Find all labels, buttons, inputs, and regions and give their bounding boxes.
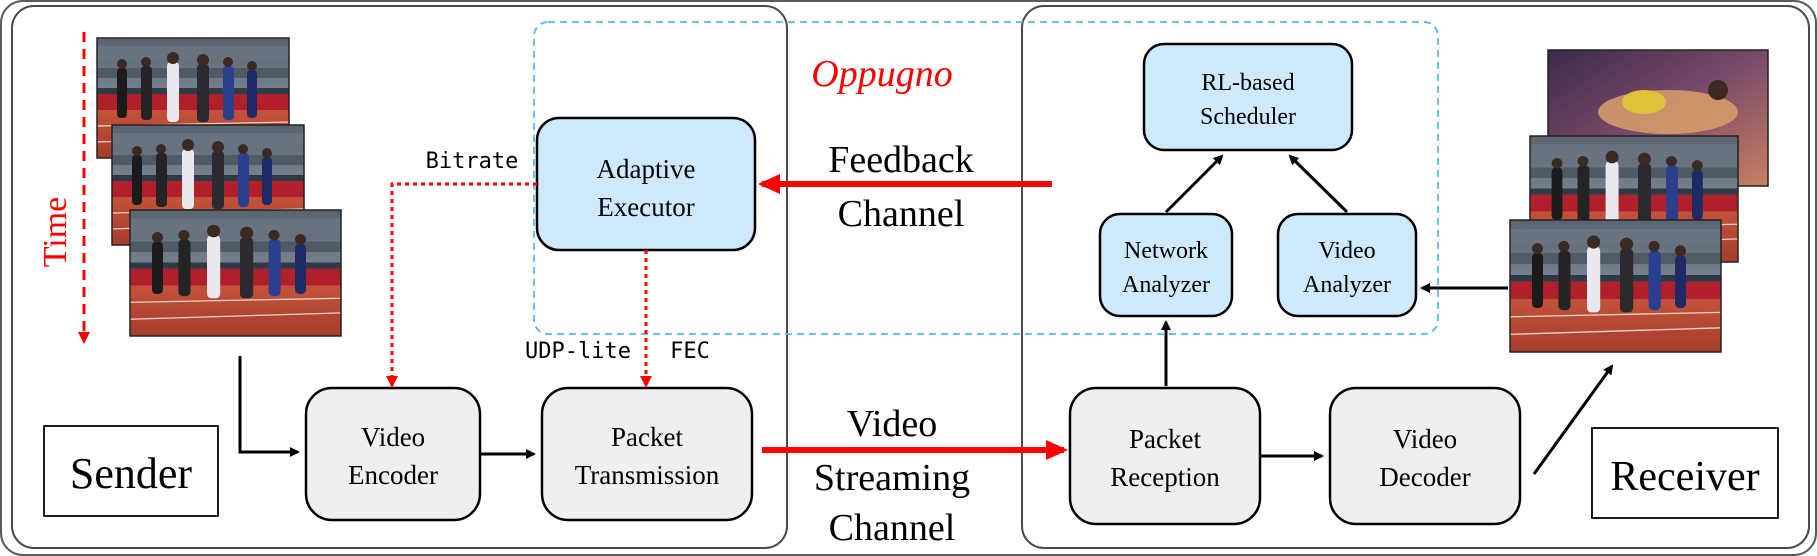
adaptive-executor-line-2: Executor: [597, 192, 694, 222]
video-analyzer-line-2: Analyzer: [1303, 272, 1391, 298]
packet-reception-line-2: Reception: [1110, 462, 1220, 492]
udp-lite-label: UDP-lite: [525, 339, 631, 364]
sender-frame: [129, 209, 342, 337]
rl-scheduler-line-2: Scheduler: [1200, 104, 1296, 130]
video-analyzer-block: Video Analyzer: [1276, 212, 1418, 318]
packet-reception-line-1: Packet: [1129, 424, 1201, 454]
video-decoder-line-2: Decoder: [1379, 462, 1470, 492]
video-analyzer-line-1: Video: [1318, 238, 1375, 264]
rl-scheduler-block: RL-based Scheduler: [1142, 42, 1354, 152]
receiver-label: Receiver: [1610, 454, 1759, 500]
video-streaming-line-1: Video: [847, 403, 938, 445]
decoder-to-frames-arrow: [1532, 364, 1614, 475]
adaptive-executor-line-1: Adaptive: [597, 154, 696, 184]
video-encoder-line-1: Video: [361, 422, 425, 452]
network-analyzer-line-1: Network: [1124, 238, 1208, 264]
receiver-frame-stack: [1509, 49, 1769, 353]
network-analyzer-block: Network Analyzer: [1098, 212, 1234, 318]
video-decoder-line-1: Video: [1393, 424, 1457, 454]
packet-reception-block: Packet Reception: [1068, 386, 1262, 526]
sender-panel: [11, 5, 788, 549]
oppugno-region: [533, 21, 1439, 335]
video-streaming-line-3: Channel: [829, 507, 956, 549]
sender-frame-stack: [96, 37, 342, 337]
video-encoder-block: Video Encoder: [304, 386, 482, 522]
fec-label: FEC: [670, 339, 710, 364]
receiver-label-box: [1591, 427, 1779, 519]
packet-transmission-block: Packet Transmission: [540, 386, 754, 522]
oppugno-title: Oppugno: [811, 53, 952, 95]
network-analyzer-line-2: Analyzer: [1122, 272, 1210, 298]
time-label: Time: [37, 197, 74, 268]
network-to-scheduler-arrow: [1164, 154, 1224, 214]
adaptive-executor-block: Adaptive Executor: [535, 116, 757, 252]
bitrate-label: Bitrate: [426, 149, 519, 174]
video-to-scheduler-arrow: [1288, 154, 1349, 214]
frames-to-encoder-arrow: [238, 356, 300, 457]
video-encoder-line-2: Encoder: [348, 460, 438, 490]
rl-scheduler-line-1: RL-based: [1201, 70, 1294, 96]
feedback-channel-line-1: Feedback: [828, 139, 974, 181]
video-streaming-line-2: Streaming: [814, 457, 970, 499]
packet-transmission-line-2: Transmission: [575, 460, 720, 490]
sender-label: Sender: [70, 449, 193, 498]
feedback-channel-line-2: Channel: [838, 193, 965, 235]
receiver-frame: [1509, 219, 1722, 353]
receiver-panel: [1021, 5, 1810, 549]
packet-transmission-line-1: Packet: [611, 422, 683, 452]
bitrate-control-arrow: [386, 182, 537, 388]
video-decoder-block: Video Decoder: [1328, 386, 1522, 526]
sender-label-box: [43, 425, 219, 517]
